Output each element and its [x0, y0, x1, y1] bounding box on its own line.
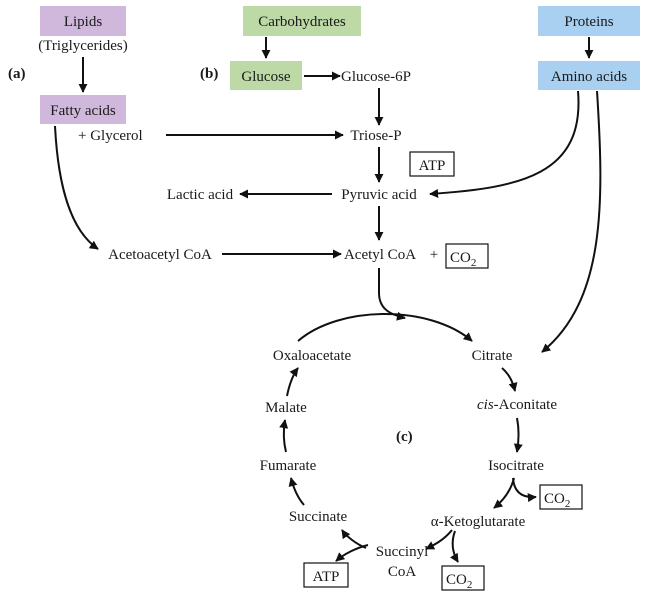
subscript-2: 2 [467, 579, 473, 591]
arrow-fatty-acids-to-acetoacetyl-coa [54, 125, 99, 250]
malate-label: Malate [265, 400, 307, 416]
arrow-isocitrate-releases-co2 [512, 477, 537, 503]
arrow-succinate-to-fumarate [288, 477, 305, 506]
arrow-fumarate-to-malate [279, 419, 289, 453]
triglycerides-label: (Triglycerides) [38, 38, 127, 54]
panel-b-label: (b) [200, 66, 218, 82]
amino-acids-label: Amino acids [551, 69, 627, 85]
arrow-amino-acids-to-pyruvic-acid [429, 90, 580, 198]
arrow-malate-to-oxaloacetate [286, 367, 299, 397]
co-text: CO [446, 572, 467, 588]
arrow-ketoglutarate-to-succinyl-coa [425, 529, 453, 550]
aconitate-suffix: -Aconitate [494, 397, 558, 413]
fumarate-label: Fumarate [260, 458, 317, 474]
arrow-amino-acids-to-citrate [541, 90, 602, 353]
succinyl-label: Succinyl [376, 544, 429, 560]
arrow-isocitrate-to-ketoglutarate [493, 477, 515, 509]
arrow-oxaloacetate-to-citrate [297, 313, 473, 342]
arrow-succinyl-coa-to-succinate [341, 529, 367, 549]
acetoacetyl-coa-label: Acetoacetyl CoA [108, 247, 212, 263]
arrow-citrate-to-cis-aconitate [501, 367, 518, 392]
co2-box-ketoglutarate: CO2 [441, 565, 485, 591]
proteins-label: Proteins [564, 14, 613, 30]
fatty-acids-box [40, 95, 126, 124]
co2-label: CO2 [450, 250, 476, 269]
atp-box-succinyl: ATP [303, 562, 349, 588]
plus-sign: + [430, 247, 438, 263]
lipids-box [40, 6, 126, 36]
fatty-acids-label: Fatty acids [50, 103, 116, 119]
atp-label: ATP [313, 569, 340, 585]
subscript-2: 2 [471, 257, 477, 269]
cis-prefix: cis [477, 397, 494, 413]
subscript-2: 2 [565, 498, 571, 510]
panel-c-label: (c) [396, 429, 413, 445]
co2-label: CO2 [544, 491, 570, 510]
co-text: CO [544, 491, 565, 507]
glucose-label: Glucose [241, 69, 290, 85]
atp-box-glycolysis: ATP [409, 151, 455, 177]
oxaloacetate-label: Oxaloacetate [273, 348, 352, 364]
isocitrate-label: Isocitrate [488, 458, 544, 474]
glucose-6p-label: Glucose-6P [341, 69, 411, 85]
glucose-box [230, 61, 302, 90]
lipids-label: Lipids [64, 14, 102, 30]
acetyl-coa-label: Acetyl CoA [344, 247, 416, 263]
proteins-box [538, 6, 640, 36]
atp-label: ATP [419, 158, 446, 174]
co2-label: CO2 [446, 572, 472, 591]
citrate-label: Citrate [472, 348, 513, 364]
cis-aconitate-label: cis-Aconitate [477, 397, 557, 413]
arrow-succinyl-coa-releases-atp [335, 544, 369, 562]
succinyl-coa-label: CoA [388, 564, 417, 580]
succinate-label: Succinate [289, 509, 348, 525]
arrow-acetyl-coa-into-cycle [378, 268, 406, 321]
co2-box-isocitrate: CO2 [539, 484, 583, 510]
co2-box-acetyl: CO2 [445, 243, 489, 269]
panel-a-label: (a) [8, 66, 26, 82]
co-text: CO [450, 250, 471, 266]
lactic-acid-label: Lactic acid [167, 187, 234, 203]
carbohydrates-label: Carbohydrates [258, 14, 346, 30]
triose-p-label: Triose-P [350, 128, 401, 144]
pyruvic-acid-label: Pyruvic acid [341, 187, 417, 203]
ketoglutarate-label: α-Ketoglutarate [431, 514, 526, 530]
arrow-cis-aconitate-to-isocitrate [513, 417, 523, 453]
carbohydrates-box [243, 6, 361, 36]
amino-acids-box [538, 61, 640, 90]
glycerol-label: + Glycerol [78, 128, 143, 144]
arrow-ketoglutarate-releases-co2 [449, 530, 459, 563]
